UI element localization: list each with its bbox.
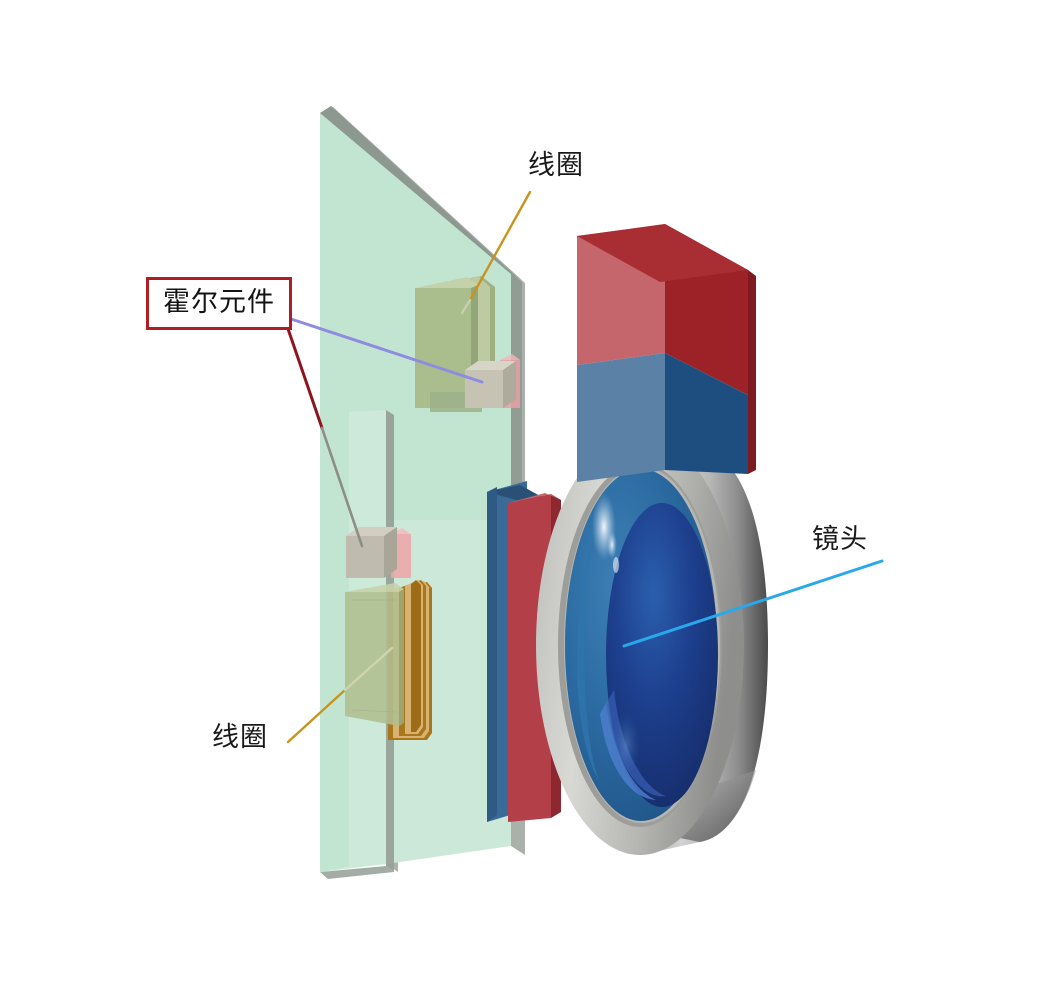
leader-coil-top (468, 190, 532, 302)
leader-lines (284, 190, 884, 744)
lens-glass (565, 469, 718, 821)
label-hall-element: 霍尔元件 (146, 277, 292, 330)
hall-element-lower (346, 527, 411, 578)
leader-lens (622, 559, 884, 648)
magnet-top (577, 224, 756, 482)
coil-lower (345, 580, 432, 740)
leader-hall-upper (286, 316, 484, 384)
label-coil-top: 线圈 (528, 150, 584, 181)
label-coil-bottom: 线圈 (212, 722, 268, 753)
leader-hall-lower-gray (320, 426, 364, 548)
hall-element-upper (465, 354, 520, 408)
label-lens: 镜头 (812, 524, 868, 555)
leader-coil-bottom (286, 688, 347, 744)
leader-hall-lower-red (284, 321, 324, 430)
